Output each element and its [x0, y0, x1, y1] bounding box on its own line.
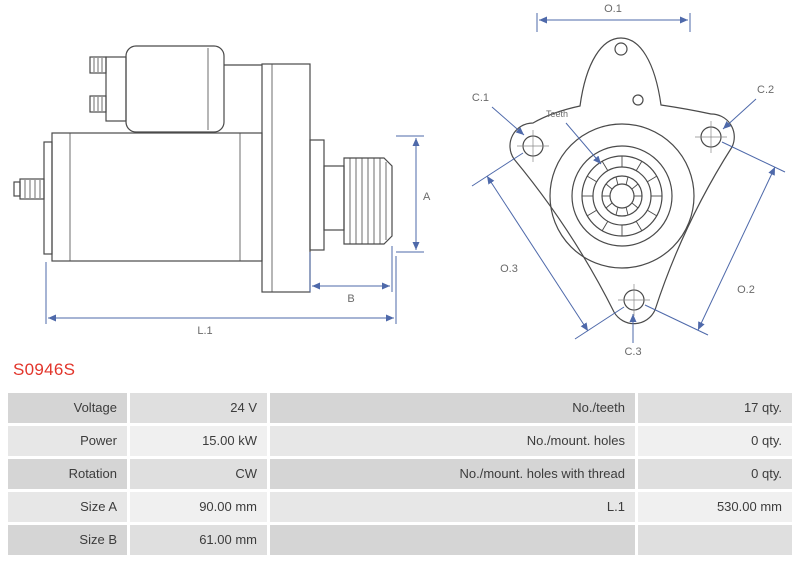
- spec-label: No./mount. holes with thread: [270, 459, 635, 489]
- spec-value: 15.00 kW: [130, 426, 267, 456]
- dim-label-o2: O.2: [737, 284, 755, 296]
- spec-value: 61.00 mm: [130, 525, 267, 555]
- spec-label: L.1: [270, 492, 635, 522]
- spec-label: No./teeth: [270, 393, 635, 423]
- side-view-drawing: [13, 45, 393, 293]
- spec-value: [638, 525, 792, 555]
- dim-label-a: A: [423, 191, 431, 203]
- spec-value: 0 qty.: [638, 426, 792, 456]
- part-number: S0946S: [13, 360, 76, 379]
- teeth-label: Teeth: [546, 109, 568, 119]
- front-view-dimensions: [471, 13, 786, 343]
- dim-label-c2: C.2: [757, 84, 774, 96]
- spec-row-power: Power 15.00 kW No./mount. holes 0 qty.: [8, 426, 792, 456]
- spec-label: Rotation: [8, 459, 127, 489]
- side-view-dimensions: [45, 135, 424, 324]
- front-view-drawing: [509, 37, 735, 325]
- dim-label-o3: O.3: [500, 263, 518, 275]
- spec-label: No./mount. holes: [270, 426, 635, 456]
- dim-label-c3: C.3: [624, 346, 641, 358]
- spec-row-voltage: Voltage 24 V No./teeth 17 qty.: [8, 393, 792, 423]
- spec-value: 24 V: [130, 393, 267, 423]
- spec-label: Voltage: [8, 393, 127, 423]
- spec-value: 90.00 mm: [130, 492, 267, 522]
- spec-value: 0 qty.: [638, 459, 792, 489]
- spec-table: Voltage 24 V No./teeth 17 qty. Power 15.…: [8, 393, 792, 558]
- dim-label-b: B: [347, 293, 354, 305]
- dim-label-l1: L.1: [197, 325, 212, 337]
- spec-label: Size A: [8, 492, 127, 522]
- spec-value: 17 qty.: [638, 393, 792, 423]
- spec-row-size-b: Size B 61.00 mm: [8, 525, 792, 555]
- dim-label-o1: O.1: [604, 3, 622, 15]
- spec-label: [270, 525, 635, 555]
- spec-row-rotation: Rotation CW No./mount. holes with thread…: [8, 459, 792, 489]
- technical-drawing: A B L.1: [13, 3, 786, 358]
- spec-label: Power: [8, 426, 127, 456]
- spec-value: CW: [130, 459, 267, 489]
- spec-label: Size B: [8, 525, 127, 555]
- spec-row-size-a: Size A 90.00 mm L.1 530.00 mm: [8, 492, 792, 522]
- spec-value: 530.00 mm: [638, 492, 792, 522]
- dim-label-c1: C.1: [472, 92, 489, 104]
